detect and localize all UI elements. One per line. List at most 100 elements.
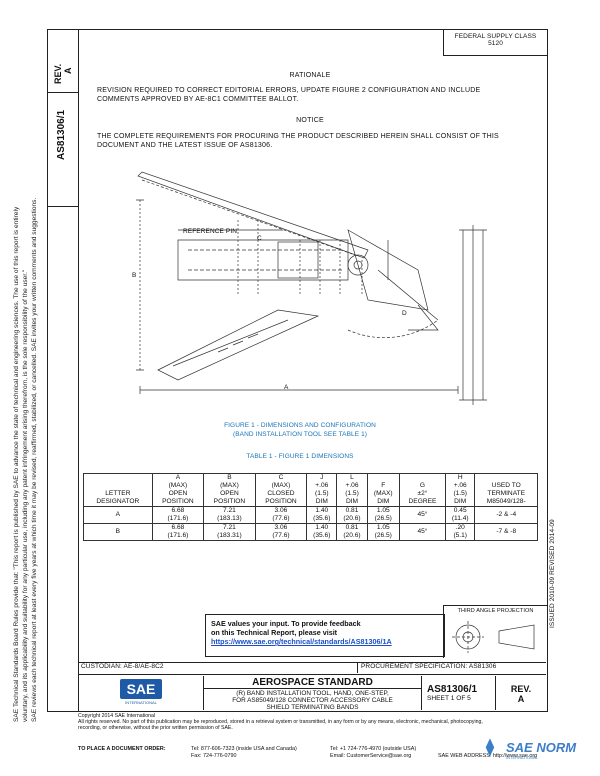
custodian: CUSTODIAN: AE-8/AE-8C2 xyxy=(81,663,164,670)
figure-caption: FIGURE 1 - DIMENSIONS AND CONFIGURATION … xyxy=(224,422,376,438)
projection-symbol xyxy=(452,621,535,653)
sidenote: SAE Technical Standards Board Rules prov… xyxy=(12,198,39,722)
rights-line-1: All rights reserved. No part of this pub… xyxy=(78,719,483,726)
upper-handle xyxy=(137,171,369,259)
watermark-text: SAE NORM xyxy=(506,740,577,755)
table-cell: 6.68(171.6) xyxy=(151,506,205,524)
fsc-value: 5120 xyxy=(488,40,503,47)
watermark: SAE NORM INTERNATIONAL ⧫ xyxy=(484,740,596,770)
title-rev-label: REV. xyxy=(510,684,532,694)
rights-line-2: recording, or otherwise, without the pri… xyxy=(78,725,233,732)
logo-cell: SAE INTERNATIONAL xyxy=(78,676,204,710)
table-cell: -2 & -4 xyxy=(474,506,538,524)
title-line-3: SHIELD TERMINATING BANDS xyxy=(266,704,359,711)
table-cell: 1.40(35.6) xyxy=(306,506,338,524)
order-label: TO PLACE A DOCUMENT ORDER: xyxy=(78,746,166,752)
page-frame xyxy=(78,29,548,712)
tel-domestic: Tel: 877-606-7323 (inside USA and Canada… xyxy=(191,746,297,752)
sae-logo: SAE xyxy=(120,679,162,699)
rationale-title: RATIONALE xyxy=(289,72,331,79)
sae-logo-sub: INTERNATIONAL xyxy=(125,700,157,705)
dim-b-label: B xyxy=(132,272,137,279)
table-cell: -7 & -8 xyxy=(474,523,538,541)
lower-handle xyxy=(157,309,320,381)
notice-title: NOTICE xyxy=(296,117,324,124)
sidenote-line-1: SAE Technical Standards Board Rules prov… xyxy=(13,206,20,722)
table-cell: 1.05(26.5) xyxy=(366,523,400,541)
projection-box: THIRD ANGLE PROJECTION xyxy=(443,605,547,658)
reference-pin-label: REFERENCE PIN xyxy=(183,228,238,235)
tool-drawing xyxy=(136,171,487,405)
table-caption: TABLE 1 - FIGURE 1 DIMENSIONS xyxy=(246,453,354,460)
table-header-cell: F(MAX)DIM xyxy=(366,473,400,507)
table-header-cell: J+.06(1.5)DIM xyxy=(306,473,338,507)
table-cell: 0.81(20.6) xyxy=(336,506,368,524)
dim-a-label: A xyxy=(284,384,289,391)
fsc-label: FEDERAL SUPPLY CLASS xyxy=(454,33,537,40)
title-block: SAE INTERNATIONAL AEROSPACE STANDARD (R)… xyxy=(78,676,546,711)
procurement-spec: PROCUREMENT SPECIFICATION: AS81306 xyxy=(361,663,497,670)
footer: Copyright 2014 SAE International All rig… xyxy=(78,713,558,732)
email[interactable]: Email: CustomerService@sae.org xyxy=(330,752,412,759)
table-cell: 3.06(77.6) xyxy=(254,523,308,541)
table-cell: A xyxy=(83,506,153,524)
tool-body xyxy=(177,239,349,281)
aerospace-standard-title: AEROSPACE STANDARD xyxy=(204,676,421,689)
projection-label: THIRD ANGLE PROJECTION xyxy=(457,608,534,614)
left-header-column xyxy=(47,29,79,712)
title-rev-value: A xyxy=(517,694,525,704)
feedback-link[interactable]: https://www.sae.org/technical/standards/… xyxy=(211,637,392,646)
feedback-line-2: on this Technical Report, please visit xyxy=(211,628,338,637)
tel-international: Tel: +1 724-776-4970 (outside USA) xyxy=(330,746,417,752)
sheet-number: SHEET 1 OF 5 xyxy=(427,695,471,702)
rationale-text: REVISION REQUIRED TO CORRECT EDITORIAL E… xyxy=(97,87,481,103)
table-cell: 0.81(20.6) xyxy=(336,523,368,541)
fsc-box: FEDERAL SUPPLY CLASS 5120 xyxy=(443,29,547,56)
table-header-cell: G±2°DEGREE xyxy=(398,473,446,507)
title-line-2: FOR AS85049/128 CONNECTOR ACCESSORY CABL… xyxy=(232,697,393,704)
table-cell: B xyxy=(83,523,153,541)
table-cell: 45° xyxy=(398,506,446,524)
rev-header: REV. A xyxy=(53,64,73,84)
sidenote-line-2: voluntary, and its applicability and sui… xyxy=(22,269,29,722)
order-info: TO PLACE A DOCUMENT ORDER: Tel: 877-606-… xyxy=(78,746,548,759)
table-cell: 1.05(26.5) xyxy=(366,506,400,524)
table-header-cell: H+.06(1.5)DIM xyxy=(444,473,476,507)
notice-text: THE COMPLETE REQUIREMENTS FOR PROCURING … xyxy=(97,133,499,149)
table-cell: 6.68(171.6) xyxy=(151,523,205,541)
feedback-box: SAE values your input. To provide feedba… xyxy=(205,614,445,657)
watermark-subtext: INTERNATIONAL xyxy=(506,755,538,760)
table-cell: 3.06(77.6) xyxy=(254,506,308,524)
table-cell: 45° xyxy=(398,523,446,541)
title-line-1: (R) BAND INSTALLATION TOOL, HAND, ONE-ST… xyxy=(236,690,389,697)
web-address[interactable]: SAE WEB ADDRESS: http://www.sae.org xyxy=(438,752,538,759)
table-header-cell: L+.06(1.5)DIM xyxy=(336,473,368,507)
table-cell: 7.21(183.31) xyxy=(203,523,256,541)
tool-head xyxy=(347,229,429,311)
table-cell: 7.21(183.13) xyxy=(203,506,256,524)
issue-dates: ISSUED 2010-09 REVISED 2014-09 xyxy=(549,519,556,628)
watermark-icon: ⧫ xyxy=(486,739,494,756)
dim-d-label: D xyxy=(402,310,407,317)
table-cell: 0.45(11.4) xyxy=(444,506,476,524)
dim-c-label: C xyxy=(257,235,262,242)
copyright: Copyright 2014 SAE International xyxy=(78,713,155,719)
table-cell: 1.40(35.6) xyxy=(306,523,338,541)
fax: Fax: 724-776-0790 xyxy=(191,752,237,759)
title-doc-number: AS81306/1 xyxy=(427,684,478,695)
rev-value: A xyxy=(63,67,73,75)
sidenote-line-3: SAE reviews each technical report at lea… xyxy=(31,197,38,722)
rev-label: REV. xyxy=(53,63,63,84)
doc-number-header: AS81306/1 xyxy=(56,109,67,160)
custodian-row xyxy=(78,662,546,675)
table-cell: .20(5.1) xyxy=(444,523,476,541)
